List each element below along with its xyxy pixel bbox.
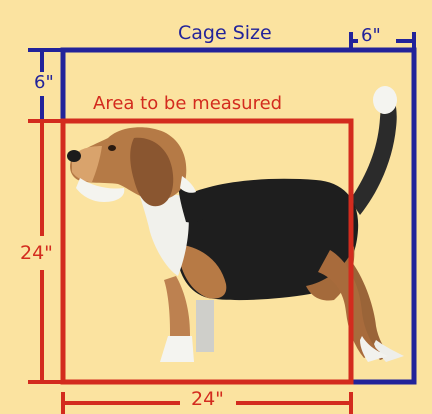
dog-height-label: 24" [20,242,53,264]
top-clearance-label: 6" [34,72,54,93]
dog-length-label: 24" [191,388,224,410]
cage-top-clearance-dimension [28,48,63,120]
dog-length-dimension [61,392,353,414]
dog-height-dimension [28,119,63,384]
side-clearance-label: 6" [361,25,381,46]
area-to-be-measured-label: Area to be measured [93,93,283,114]
cage-size-label: Cage Size [178,22,272,44]
cage-side-clearance-dimension [349,32,416,50]
measured-area-outline [60,118,354,385]
